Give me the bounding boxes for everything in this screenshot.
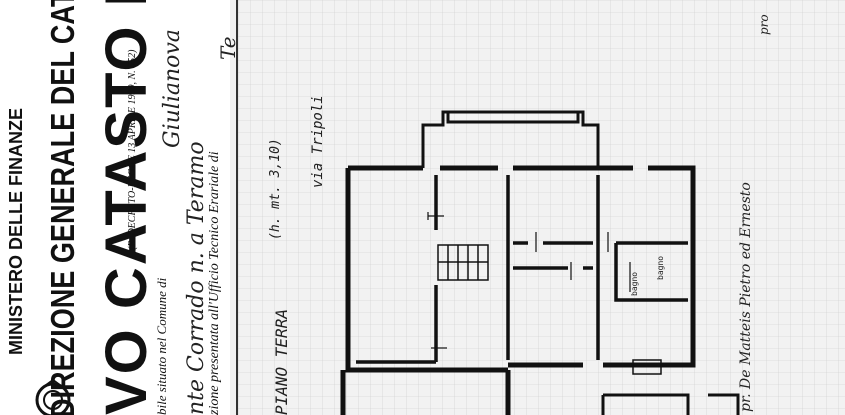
owner-name: De Matteis Pietro ed Ernesto (738, 182, 754, 389)
annex-walls (601, 393, 740, 415)
state-emblem-icon (35, 378, 71, 415)
outer-walls (340, 165, 696, 415)
street-label: via Tripoli (310, 95, 326, 188)
entrance-steps (632, 359, 662, 375)
decree-reference: (R. DECRETO-LEGGE 13 APRILE 1939, N. 652… (127, 49, 138, 250)
door-marks (427, 212, 631, 349)
floor-plan (238, 0, 845, 415)
document-header: MINISTERO DELLE FINANZE DIREZIONE GENERA… (0, 0, 240, 415)
grid-background (238, 0, 845, 415)
comune-value: Giulianova (160, 29, 185, 148)
office-label: zione presentata all'Ufficio Tecnico Era… (207, 151, 222, 415)
room-label-bagno-2: bagno (656, 255, 665, 280)
top-right-note: pro (757, 14, 771, 35)
interior-walls (356, 175, 688, 364)
owner-note: pr. De Matteis Pietro ed Ernesto (738, 182, 754, 412)
bay-window (421, 110, 600, 168)
height-note: (h. mt. 3,10) (268, 138, 283, 240)
floor-label: PIANO TERRA (272, 309, 291, 415)
locality-value: nte Corrado n. a Teramo (184, 141, 209, 415)
room-label-bagno: bagno (630, 271, 639, 296)
margin-rule (236, 0, 238, 415)
ministry-heading: MINISTERO DELLE FINANZE (6, 108, 26, 355)
comune-label: bile situato nel Comune di (154, 277, 169, 415)
direction-heading: DIREZIONE GENERALE DEL CATASTO E DEI S (44, 0, 81, 415)
owner-prefix: pr. (738, 393, 754, 412)
staircase (437, 244, 489, 281)
